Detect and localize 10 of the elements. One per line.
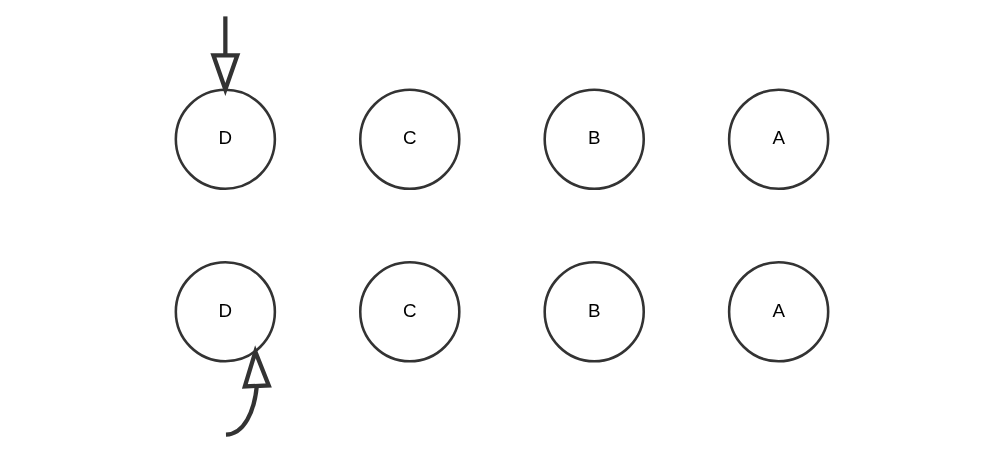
node-circle: D bbox=[174, 88, 277, 191]
node-circle: B bbox=[543, 88, 645, 191]
node-circle: B bbox=[543, 260, 645, 363]
node-circle: A bbox=[727, 88, 830, 191]
node-circle: C bbox=[359, 260, 461, 363]
node-circle: C bbox=[359, 88, 461, 191]
node-circle: A bbox=[727, 260, 830, 363]
arrow bbox=[210, 16, 241, 96]
arrow bbox=[225, 345, 272, 437]
node-circle: D bbox=[174, 260, 277, 363]
